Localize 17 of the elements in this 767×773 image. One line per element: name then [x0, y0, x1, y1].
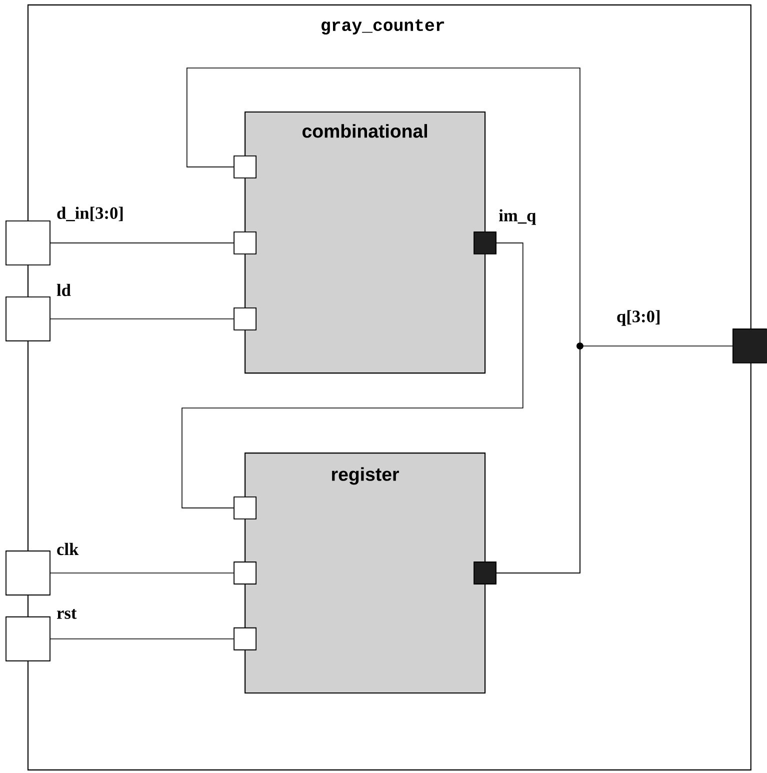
port-label: d_in[3:0] — [57, 206, 123, 222]
block-title: register — [332, 467, 400, 485]
port-box — [234, 627, 257, 650]
port-box — [474, 562, 497, 584]
port-box — [234, 307, 257, 330]
port-box — [234, 562, 257, 584]
port-label: clk — [57, 542, 79, 556]
block-title: gray_counter — [322, 19, 444, 35]
port-box — [732, 328, 767, 364]
port-label: rst — [57, 608, 77, 619]
port-label: ld — [56, 284, 71, 296]
port-label: im_q — [499, 209, 536, 225]
port-box — [234, 496, 257, 520]
block-title: combinational — [302, 124, 428, 138]
port-box — [234, 155, 257, 178]
port-box — [234, 231, 257, 254]
port-label: q[3:0] — [617, 310, 660, 326]
